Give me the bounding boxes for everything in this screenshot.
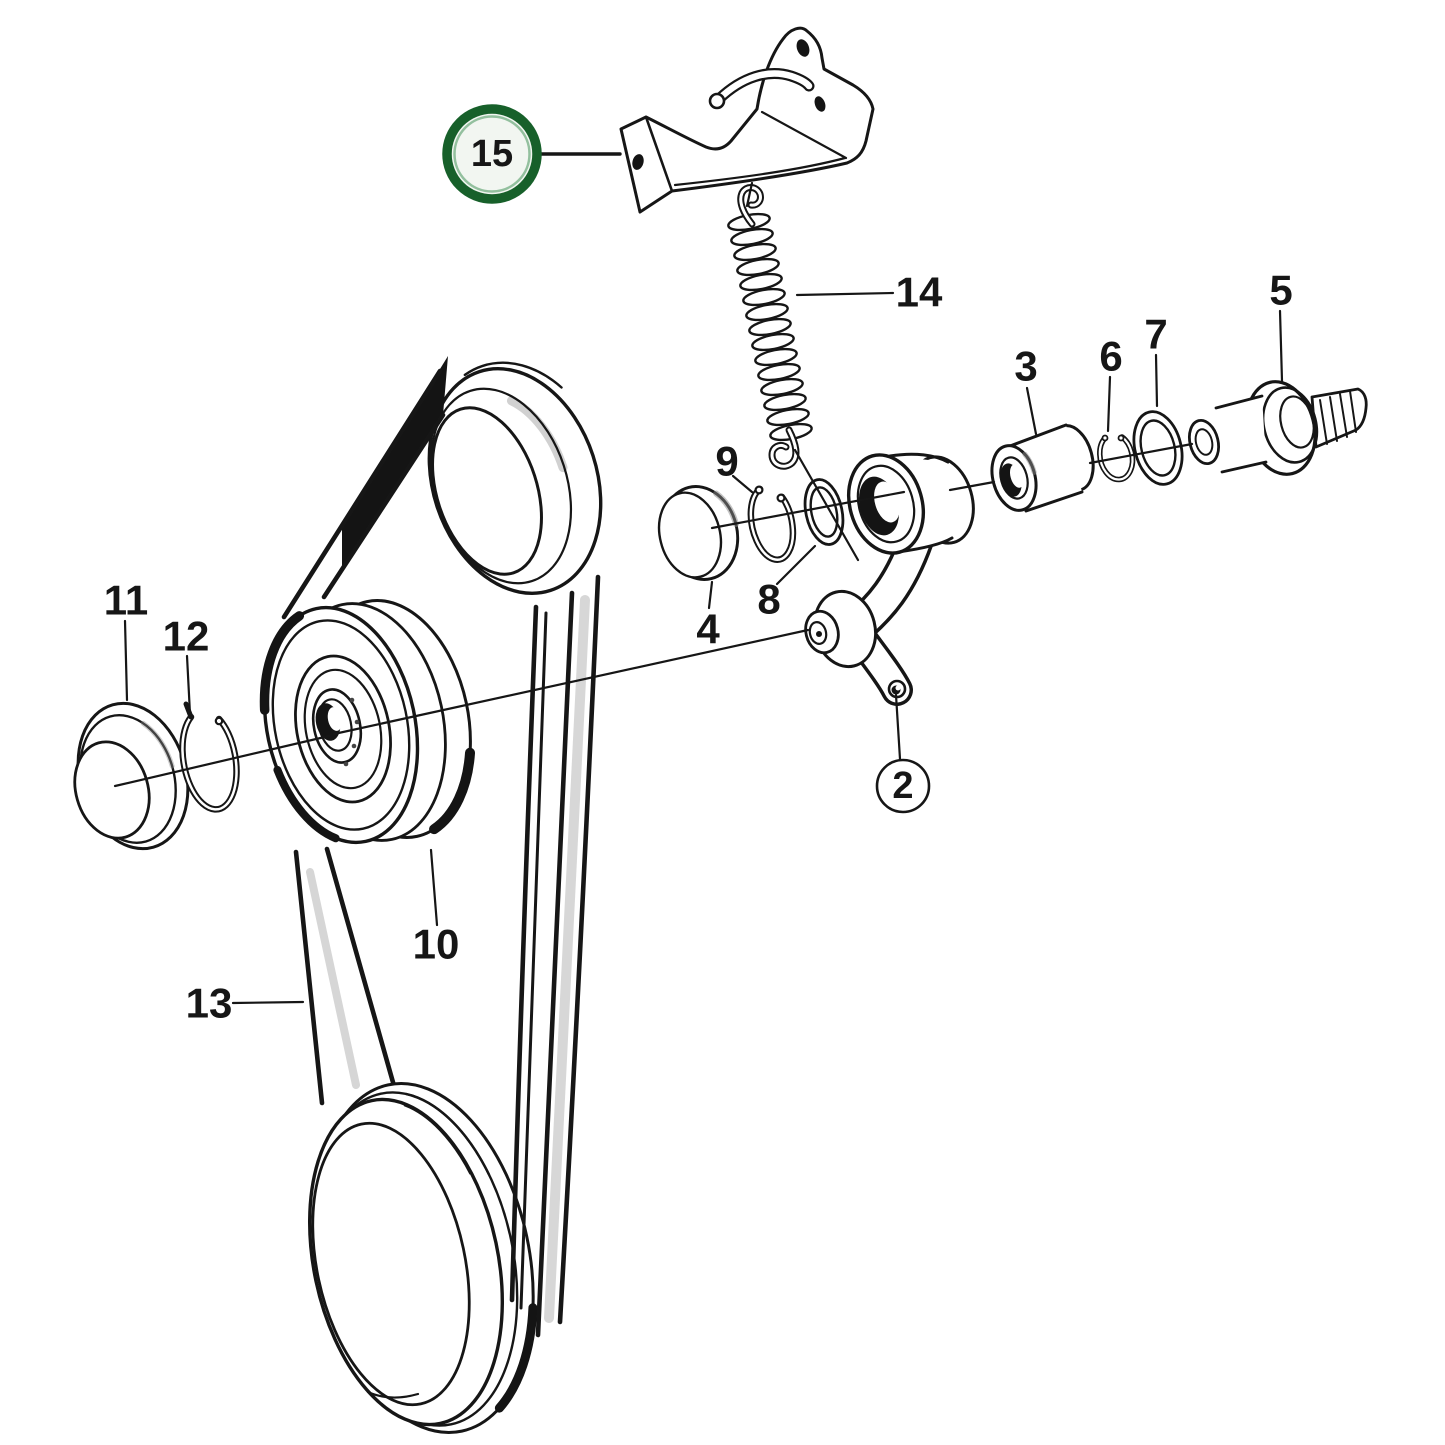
part-number-10[interactable]: 10 <box>413 921 460 968</box>
leader-line <box>1106 375 1112 433</box>
part-number-6[interactable]: 6 <box>1099 333 1122 380</box>
leader-line <box>185 654 192 716</box>
part-number-3[interactable]: 3 <box>1014 343 1037 390</box>
part-callout-2[interactable]: 2 <box>875 693 931 814</box>
part-number-9[interactable]: 9 <box>715 438 738 485</box>
part-number-11[interactable]: 11 <box>104 577 148 624</box>
leader-line <box>123 619 129 702</box>
part-callout-15[interactable]: 15 <box>442 104 622 204</box>
spring-coil <box>757 362 801 382</box>
highlight-inner-ring <box>453 115 531 193</box>
ring-6 <box>1097 434 1136 483</box>
cap-11 <box>73 701 190 851</box>
ring-8 <box>803 478 845 546</box>
spring-coil <box>733 242 777 262</box>
spring-coil <box>736 257 780 277</box>
leader-line <box>1154 353 1159 408</box>
circlip-12 <box>179 701 240 813</box>
bracket-15 <box>619 26 875 214</box>
part-callout-7[interactable]: 7 <box>1144 311 1168 408</box>
circlip-9 <box>747 485 797 563</box>
leader-line <box>731 474 754 494</box>
part-callout-10[interactable]: 10 <box>413 848 460 968</box>
spring-coil <box>730 227 774 247</box>
part-callout-9[interactable]: 9 <box>715 438 754 494</box>
spring-coil <box>739 272 783 292</box>
part-callout-11[interactable]: 11 <box>104 577 148 702</box>
leader-line <box>707 580 714 610</box>
v-belt-right-run <box>509 574 601 1338</box>
part-number-13[interactable]: 13 <box>186 980 233 1027</box>
washer-7 <box>1132 410 1184 486</box>
part-callout-4[interactable]: 4 <box>696 580 720 653</box>
spring-coil <box>754 347 798 367</box>
part-number-12[interactable]: 12 <box>163 613 210 660</box>
part-number-5[interactable]: 5 <box>1269 267 1292 314</box>
tensioner-pulley-10 <box>259 595 476 848</box>
part-number-15[interactable]: 15 <box>471 133 513 175</box>
part-callout-6[interactable]: 6 <box>1099 333 1123 433</box>
part-callout-12[interactable]: 12 <box>163 613 210 716</box>
sleeve-3 <box>989 423 1095 513</box>
leader-line <box>429 848 439 927</box>
leader-line <box>1025 386 1038 436</box>
part-number-8[interactable]: 8 <box>757 576 780 623</box>
leader-line <box>894 693 902 761</box>
spring-coil <box>748 317 792 337</box>
spring-coil <box>766 407 810 427</box>
leader-line <box>775 544 817 586</box>
part-number-2[interactable]: 2 <box>892 765 913 807</box>
spring-coil <box>760 377 804 397</box>
spring-coil <box>751 332 795 352</box>
v-belt-upper-loop <box>427 361 613 601</box>
part-callout-3[interactable]: 3 <box>1014 343 1038 436</box>
axis-lines <box>113 181 1194 788</box>
part-callout-5[interactable]: 5 <box>1269 267 1293 383</box>
highlight-ring[interactable] <box>442 104 542 204</box>
tensioner-arm-2 <box>804 452 975 706</box>
v-belt-left-run <box>281 356 448 620</box>
callout-circle[interactable] <box>875 758 931 814</box>
crankshaft-pulley <box>307 1079 538 1437</box>
leader-line <box>1278 309 1284 383</box>
part-number-4[interactable]: 4 <box>696 606 720 653</box>
part-callout-8[interactable]: 8 <box>757 544 817 623</box>
cap-4 <box>657 483 741 583</box>
spring-14 <box>727 184 813 470</box>
part-number-7[interactable]: 7 <box>1144 311 1167 358</box>
leader-line <box>795 291 895 297</box>
spring-coil <box>742 287 786 307</box>
bolt-5 <box>1188 380 1368 476</box>
spring-coil <box>763 392 807 412</box>
part-callout-13[interactable]: 13 <box>186 980 305 1027</box>
v-belt-left-lower-run <box>293 846 401 1106</box>
part-number-14[interactable]: 14 <box>896 269 943 316</box>
part-callout-14[interactable]: 14 <box>795 269 943 316</box>
leader-line <box>231 1000 305 1005</box>
spring-coil <box>745 302 789 322</box>
